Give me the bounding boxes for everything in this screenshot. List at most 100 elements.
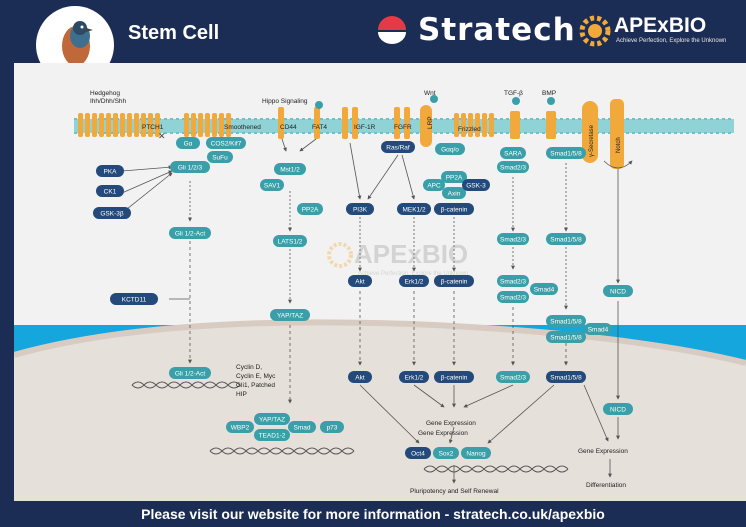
node-pill [441,171,467,183]
node-pill [96,185,124,197]
node-kctd11: KCTD11 [110,293,158,305]
node-pill [496,371,530,383]
node-mst12: Mst1/2 [274,163,306,175]
node-smad4a: Smad4 [530,283,558,295]
node-pill [434,203,474,215]
node-label: Smad4 [588,326,609,333]
node-n_bcat: β-catenin [434,371,474,383]
node-label: PI3K [353,206,368,213]
node-pill [497,291,529,303]
node-label: Erk1/2 [405,374,424,381]
node-smad23b: Smad2/3 [497,233,529,245]
node-label: Smad1/5/8 [550,334,582,341]
node-label: Oct4 [411,450,425,457]
node-gli12act: Gli 1/2-Act [169,227,211,239]
receptor-lrp: LRP [427,116,434,129]
node-axin: Axin [442,187,466,199]
node-n_gli: Gli 1/2-Act [169,367,211,379]
apexbio-watermark: APExBIO Achieve Perfection, Explore the … [327,239,468,277]
svg-text:APExBIO: APExBIO [354,239,468,269]
receptor-gamma-secretase: γ-Secretase [589,124,595,157]
node-label: GSK-3β [100,210,124,217]
ligand-wnt: Wnt [424,90,436,97]
node-label: APC [427,182,441,189]
node-label: NICD [610,406,626,413]
node-pill [169,367,211,379]
node-pill [462,179,490,191]
node-pill [603,285,633,297]
node-pill [96,165,124,177]
node-pill [546,147,586,159]
node-nicd1: NICD [603,285,633,297]
node-label: GSK-3 [466,182,486,189]
receptor-igf1r: IGF-1R [354,124,376,131]
node-pill [176,137,200,149]
node-label: NICD [610,288,626,295]
node-label: Gα [184,140,193,147]
node-label: β-catenin [441,206,468,213]
node-label: Smad4 [534,286,555,293]
receptor-shapes [78,99,624,169]
ligand-hippo: Hippo Signaling [262,98,308,105]
node-gsk3: GSK-3 [462,179,490,191]
node-pill [584,323,612,335]
node-mek12: MEK1/2 [397,203,431,215]
page-title: Stem Cell [128,22,220,44]
node-pill [500,147,526,159]
node-pill [423,179,445,191]
stratech-logo: Stratech [374,10,576,50]
receptor-fgfr: FGFR [394,124,412,131]
apexbio-name: APExBIO [614,14,707,37]
node-smad158d: Smad1/5/8 [546,331,586,343]
node-label: Gli 1/2-Act [175,230,206,237]
node-pill [346,203,374,215]
node-pill [397,203,431,215]
node-label: Nanog [466,450,486,457]
node-n_sox2: Sox2 [433,447,459,459]
gene-expression-label-2: Gene Expression [418,430,468,437]
node-label: β-catenin [441,278,468,285]
website-link[interactable]: Please visit our website for more inform… [141,506,605,522]
node-pill [254,429,290,441]
node-sara: SARA [500,147,526,159]
node-label: Akt [355,278,365,285]
node-pill [546,315,586,327]
node-pill [320,421,344,433]
node-label: SAV1 [264,182,281,189]
node-gaqo: Gαq/o [435,143,465,155]
node-pill [170,161,210,173]
node-bcat2: β-catenin [434,275,474,287]
node-pill [461,447,491,459]
node-gaq: Gα [176,137,200,149]
node-pill [254,413,290,425]
node-smad23c: Smad2/3 [497,275,529,287]
node-pill [274,163,306,175]
node-pill [226,421,254,433]
node-pka: PKA [96,165,124,177]
node-pill [348,275,372,287]
node-smad23a: Smad2/3 [497,161,529,173]
node-label: Smad1/5/8 [550,236,582,243]
node-pill [270,309,310,321]
node-pill [207,151,233,163]
apexbio-logo: APExBIO Achieve Perfection, Explore the … [578,14,738,50]
node-label: WBP2 [231,424,250,431]
node-pi3k: PI3K [346,203,374,215]
node-n_tead: TEAD1-2 [254,429,290,441]
node-pill [497,233,529,245]
node-gsk3b: GSK-3β [93,207,131,219]
node-pill [399,371,429,383]
node-label: β-catenin [441,374,468,381]
node-n_smad: Smad [288,421,316,433]
node-label: TEAD1-2 [259,432,286,439]
node-pill [546,233,586,245]
node-n_smad23: Smad2/3 [496,371,530,383]
node-pill [273,235,307,247]
node-n_p73: p73 [320,421,344,433]
receptor-cd44: CD44 [280,124,297,131]
node-pill [434,275,474,287]
node-pill [297,203,323,215]
receptor-fat4: FAT4 [312,124,327,131]
node-label: Ras/Raf [386,144,410,151]
